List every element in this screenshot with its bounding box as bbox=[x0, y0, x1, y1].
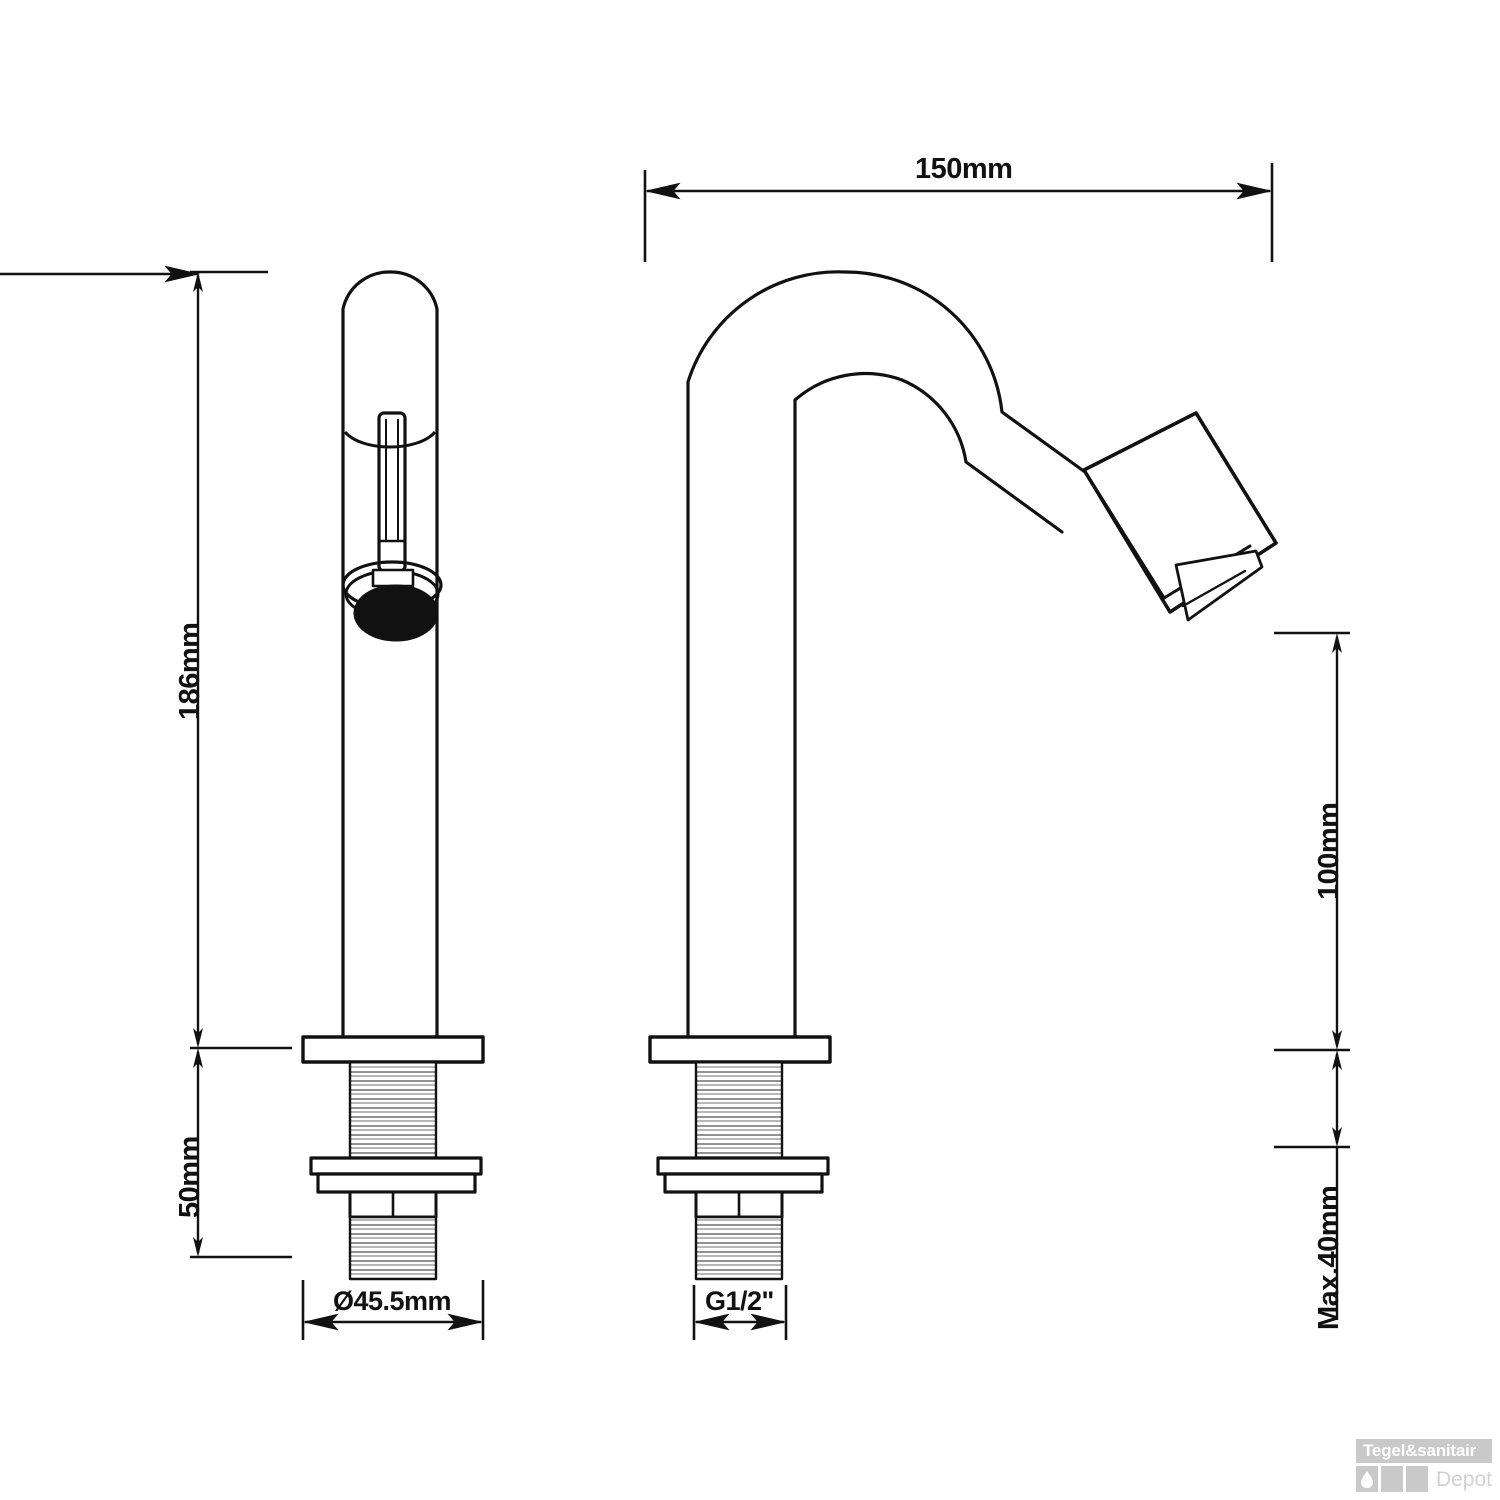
side-view bbox=[648, 270, 1278, 1281]
front-aerator-opening bbox=[353, 584, 439, 642]
water-drop-icon bbox=[1360, 1471, 1373, 1488]
side-lower-thread bbox=[694, 1215, 784, 1281]
dimension-overall-width bbox=[643, 163, 1274, 262]
dimension-label-spout-height: 100mm bbox=[1313, 802, 1345, 900]
watermark-square-2 bbox=[1380, 1466, 1403, 1492]
watermark-depot-text: Depot bbox=[1435, 1467, 1492, 1491]
dimension-overall-height bbox=[0, 265, 292, 1259]
dimension-label-overall-height: 186mm bbox=[174, 622, 206, 720]
front-view bbox=[301, 270, 485, 1281]
side-upper-flange bbox=[648, 1035, 832, 1064]
dimension-base-diameter bbox=[301, 1280, 485, 1340]
side-locknut-top bbox=[656, 1156, 830, 1176]
dimension-label-overall-width: 150mm bbox=[915, 153, 1013, 185]
front-lever-handle bbox=[377, 411, 407, 573]
dimension-label-thread-size: G1/2" bbox=[705, 1286, 774, 1316]
dimension-label-base-diameter: Ø45.5mm bbox=[333, 1286, 452, 1316]
front-locknut-top bbox=[309, 1156, 483, 1176]
front-body-tube bbox=[341, 270, 439, 1037]
dimension-label-max-deck-thickness: Max.40mm bbox=[1313, 1185, 1345, 1330]
dimension-thread-size bbox=[692, 1285, 788, 1340]
side-spout-inner bbox=[793, 372, 1064, 1039]
watermark-square-drop bbox=[1356, 1466, 1378, 1492]
dimension-label-shank-length: 50mm bbox=[174, 1136, 206, 1218]
side-spout-outer bbox=[686, 270, 1087, 1039]
front-locknut-body bbox=[316, 1172, 477, 1194]
brand-watermark: Tegel&sanitair Depot bbox=[1356, 1439, 1492, 1492]
front-upper-flange bbox=[301, 1035, 485, 1064]
watermark-lower-row: Depot bbox=[1356, 1466, 1492, 1492]
front-collar-ring bbox=[343, 430, 437, 449]
side-upper-thread bbox=[694, 1060, 784, 1162]
side-locknut-body bbox=[663, 1172, 824, 1194]
dimension-spout-height bbox=[1274, 631, 1350, 1320]
front-upper-thread bbox=[348, 1060, 438, 1162]
front-lower-thread bbox=[348, 1215, 438, 1281]
watermark-square-3 bbox=[1405, 1466, 1428, 1492]
side-aerator-nozzle bbox=[1082, 411, 1278, 622]
watermark-brand-name: Tegel&sanitair bbox=[1356, 1439, 1492, 1463]
